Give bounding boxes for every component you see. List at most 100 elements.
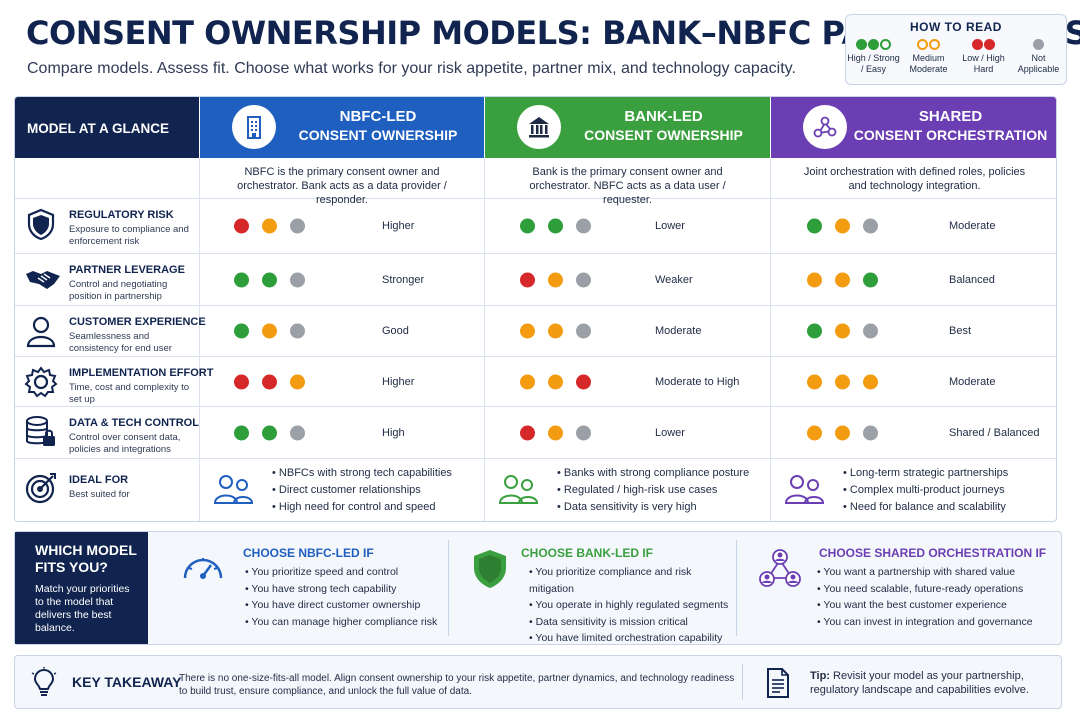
people-icon <box>783 471 827 507</box>
rating-dot-gray <box>290 218 305 234</box>
col-head-bank: BANK-LED CONSENT OWNERSHIP <box>485 97 770 158</box>
gear-icon <box>24 365 58 399</box>
fit-title: CHOOSE BANK-LED IF <box>521 546 653 560</box>
document-icon <box>765 667 791 704</box>
rating-dot-orange <box>835 425 850 440</box>
list-item: Need for balance and scalability <box>843 499 1008 516</box>
fit-divider <box>448 540 449 636</box>
rating-dot-orange <box>807 374 822 389</box>
rating-dot-orange <box>548 272 563 287</box>
list-item: You want the best customer experience <box>817 597 1033 614</box>
rating-dot-orange <box>520 323 535 339</box>
rating-dot-orange <box>548 323 563 339</box>
list-item: You have limited orchestration capabilit… <box>529 630 735 647</box>
which-model-sub: Match your priorities to the model that … <box>35 583 130 634</box>
ideal-list: Banks with strong compliance posture Reg… <box>557 465 749 516</box>
row-subtitle: Time, cost and complexity to set up <box>69 382 190 405</box>
rating-label: Balanced <box>949 273 995 286</box>
rating-cell: Moderate <box>771 199 1056 253</box>
rating-cell: Weaker <box>485 254 770 305</box>
rating-dot-red <box>234 218 249 234</box>
rating-dots <box>807 425 878 440</box>
ideal-list: NBFCs with strong tech capabilities Dire… <box>272 465 452 516</box>
rating-dots <box>234 218 305 234</box>
rating-dots <box>520 374 591 389</box>
rating-label: Moderate to High <box>655 375 740 388</box>
rating-dot-green <box>807 323 822 339</box>
col-divider <box>199 158 200 521</box>
rating-dot-green <box>234 272 249 287</box>
ideal-row: IDEAL FOR Best suited for NBFCs with str… <box>15 459 1056 521</box>
rating-dot-green <box>234 323 249 339</box>
rating-dot-orange <box>548 425 563 440</box>
rating-cell: Moderate <box>771 357 1056 406</box>
key-takeaway: KEY TAKEAWAY There is no one-size-fits-a… <box>14 655 1062 709</box>
rating-dots <box>234 374 305 389</box>
rating-dot-orange <box>262 323 277 339</box>
rating-dot-gray <box>290 323 305 339</box>
takeaway-divider <box>742 664 743 700</box>
rating-cell: Lower <box>485 407 770 458</box>
rating-dot-orange <box>262 218 277 234</box>
legend: HOW TO READ High / Strong / Easy Medium … <box>845 14 1067 85</box>
handshake-icon <box>24 262 60 296</box>
shield-check-icon <box>467 546 513 592</box>
rating-dot-green <box>262 272 277 287</box>
rating-dot-gray <box>863 425 878 440</box>
rating-label: Moderate <box>949 375 996 388</box>
ideal-cell-nbfc: NBFCs with strong tech capabilities Dire… <box>200 459 484 521</box>
people-icon <box>497 471 541 507</box>
rating-dot-orange <box>548 374 563 389</box>
people-icon <box>212 471 256 507</box>
takeaway-title: KEY TAKEAWAY <box>72 674 182 690</box>
target-icon <box>24 471 58 505</box>
legend-na: Not Applicable <box>1011 39 1066 75</box>
rating-dot-orange <box>807 272 822 287</box>
legend-dots-gray <box>1011 39 1066 51</box>
rating-label: Good <box>382 325 409 337</box>
comparison-table: MODEL AT A GLANCE NBFC-LED CONSENT OWNER… <box>14 96 1057 522</box>
ideal-sub: Best suited for <box>69 489 130 500</box>
rating-dots <box>234 272 305 287</box>
list-item: You can manage higher compliance risk <box>245 614 437 631</box>
rating-cell: Higher <box>200 357 484 406</box>
rating-cell: Good <box>200 306 484 356</box>
tip-text: Revisit your model as your partnership, … <box>810 670 1029 696</box>
people-network-icon <box>757 546 803 592</box>
table-head-label: MODEL AT A GLANCE <box>15 97 199 158</box>
rating-dot-green <box>520 218 535 234</box>
col-head-nbfc: NBFC-LED CONSENT OWNERSHIP <box>200 97 484 158</box>
legend-high: High / Strong / Easy <box>846 39 901 75</box>
col-head-line2: CONSENT OWNERSHIP <box>298 127 458 143</box>
rating-label: Higher <box>382 375 415 388</box>
list-item: You have direct customer ownership <box>245 597 437 614</box>
user-icon <box>24 314 58 348</box>
list-item: NBFCs with strong tech capabilities <box>272 465 452 482</box>
rating-dot-red <box>262 374 277 389</box>
rating-label: Weaker <box>655 273 693 286</box>
list-item: You need scalable, future-ready operatio… <box>817 581 1033 598</box>
rating-dots <box>234 323 305 339</box>
legend-low: Low / High Hard <box>956 39 1011 75</box>
col-head-line2: CONSENT OWNERSHIP <box>584 127 743 143</box>
network-icon <box>803 105 847 149</box>
page-subtitle: Compare models. Assess fit. Choose what … <box>27 60 796 77</box>
legend-dots-green <box>846 39 901 51</box>
list-item: Direct customer relationships <box>272 482 452 499</box>
rating-label: Stronger <box>382 273 425 286</box>
list-item: Data sensitivity is mission critical <box>529 614 735 631</box>
rating-dots <box>520 272 591 287</box>
ideal-cell-bank: Banks with strong compliance posture Reg… <box>485 459 770 521</box>
col-head-line1: BANK-LED <box>624 108 703 125</box>
rating-label: Moderate <box>949 220 996 232</box>
legend-label: Not Applicable <box>1017 53 1060 74</box>
ideal-title: IDEAL FOR <box>69 474 129 486</box>
col-head-line1: SHARED <box>918 108 983 125</box>
database-lock-icon <box>24 415 58 449</box>
rating-dot-green <box>548 218 563 234</box>
legend-dots-red <box>956 39 1011 51</box>
rating-dots <box>807 218 878 234</box>
